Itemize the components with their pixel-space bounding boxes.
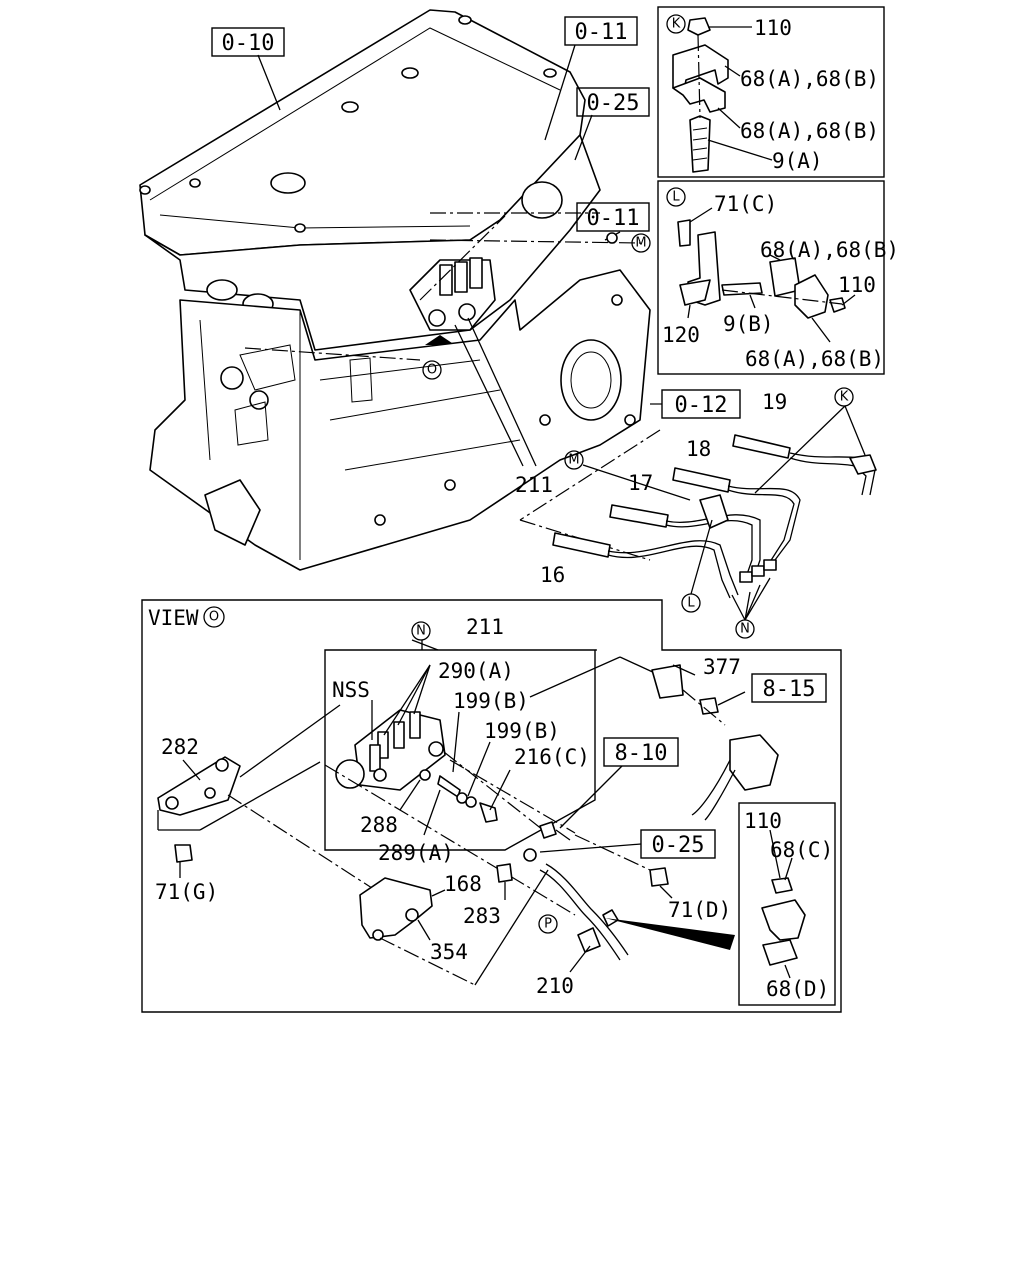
label-282: 282 xyxy=(161,735,199,759)
label-71d: 71(D) xyxy=(668,898,731,922)
marker-m-lower: M xyxy=(568,453,579,468)
label-168: 168 xyxy=(444,872,482,896)
ref-0-11-top: 0-11 xyxy=(575,20,628,45)
label-17: 17 xyxy=(628,471,653,495)
view-o-marker-n: N xyxy=(416,624,426,639)
label-p-110: 110 xyxy=(744,809,782,833)
detail-l-panel: L 71(C) 68(A),68(B) 110 9(B) 120 68(A),6… xyxy=(657,180,899,375)
label-354: 354 xyxy=(430,940,468,964)
label-l-120: 120 xyxy=(662,323,700,347)
marker-n: N xyxy=(740,622,750,637)
label-l-68ab-1: 68(A),68(B) xyxy=(760,238,899,262)
label-k-110: 110 xyxy=(754,16,792,40)
marker-l: L xyxy=(687,596,695,611)
ref-0-25-top: 0-25 xyxy=(587,91,640,116)
ref-0-25-view: 0-25 xyxy=(652,833,705,858)
label-290a: 290(A) xyxy=(438,659,514,683)
label-216c: 216(C) xyxy=(514,745,590,769)
label-p-68d: 68(D) xyxy=(766,977,829,1001)
main-part-labels: 211 19 18 17 16 xyxy=(515,390,787,587)
ref-0-10: 0-10 xyxy=(222,31,275,56)
view-o-marker-p: P xyxy=(544,917,552,932)
ref-0-12: 0-12 xyxy=(675,393,728,418)
view-o-panel: VIEW O xyxy=(141,599,842,1013)
label-211-main: 211 xyxy=(515,473,553,497)
label-k-9a: 9(A) xyxy=(772,149,823,173)
label-l-9b: 9(B) xyxy=(723,312,774,336)
detail-l-marker: L xyxy=(672,190,680,205)
label-16: 16 xyxy=(540,563,565,587)
ref-8-15: 8-15 xyxy=(763,677,816,702)
marker-k: K xyxy=(840,390,849,405)
marker-o: O xyxy=(427,363,437,378)
label-19: 19 xyxy=(762,390,787,414)
main-leader-lines xyxy=(244,44,662,561)
label-l-68ab-2: 68(A),68(B) xyxy=(745,347,884,371)
reference-boxes: 0-10 0-11 0-25 0-11 0-12 xyxy=(211,16,741,419)
label-283: 283 xyxy=(463,904,501,928)
label-view-211: 211 xyxy=(466,615,504,639)
engine-block-illustration xyxy=(139,9,651,571)
label-210: 210 xyxy=(536,974,574,998)
label-p-68c: 68(C) xyxy=(770,838,833,862)
ref-0-11-mid: 0-11 xyxy=(587,206,640,231)
marker-m-upper: M xyxy=(635,236,646,251)
view-o-title: VIEW xyxy=(148,606,199,630)
label-k-68ab-1: 68(A),68(B) xyxy=(740,67,879,91)
label-k-68ab-2: 68(A),68(B) xyxy=(740,119,879,143)
label-199b-1: 199(B) xyxy=(453,689,529,713)
label-l-71c: 71(C) xyxy=(714,192,777,216)
label-199b-2: 199(B) xyxy=(484,719,560,743)
ref-8-10: 8-10 xyxy=(615,741,668,766)
detail-k-panel: K 110 68(A),68(B) 68(A),68(B) 9(A) xyxy=(657,6,885,178)
view-o-title-marker: O xyxy=(209,610,219,625)
label-289a: 289(A) xyxy=(378,841,454,865)
label-18: 18 xyxy=(686,437,711,461)
label-288: 288 xyxy=(360,813,398,837)
label-377: 377 xyxy=(703,655,741,679)
label-l-110: 110 xyxy=(838,273,876,297)
detail-k-marker: K xyxy=(672,17,681,32)
label-71g: 71(G) xyxy=(155,880,218,904)
label-nss: NSS xyxy=(332,678,370,702)
injection-pipes xyxy=(552,405,877,621)
detail-p-panel: 110 68(C) 68(D) xyxy=(738,802,836,1006)
